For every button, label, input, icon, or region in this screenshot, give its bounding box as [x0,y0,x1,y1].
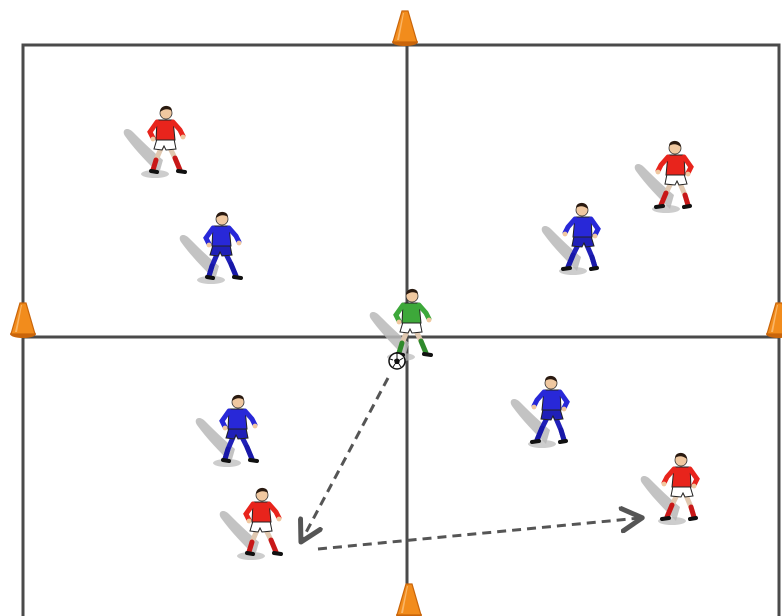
passes-layer [302,377,640,551]
pass-arrow-2 [317,518,640,551]
pass-arrow-1 [302,377,390,540]
player-red-bottom-left [243,487,283,556]
player-blue-bottom-left [219,394,259,463]
soccer-ball [388,352,406,370]
cone-left-middle [10,302,36,338]
player-blue-top-right [561,202,601,271]
player-green-neutral-center [393,288,433,357]
player-blue-bottom-right [530,375,570,444]
cone-bottom-center [396,583,422,616]
cones-layer [10,10,782,616]
cone-top-center [392,10,418,46]
cone-right-middle [766,302,782,338]
player-blue-top-left [203,211,243,280]
player-red-bottom-right [660,452,700,521]
player-red-top-left [147,105,187,174]
players-layer [147,105,700,556]
player-red-top-right [654,140,694,209]
